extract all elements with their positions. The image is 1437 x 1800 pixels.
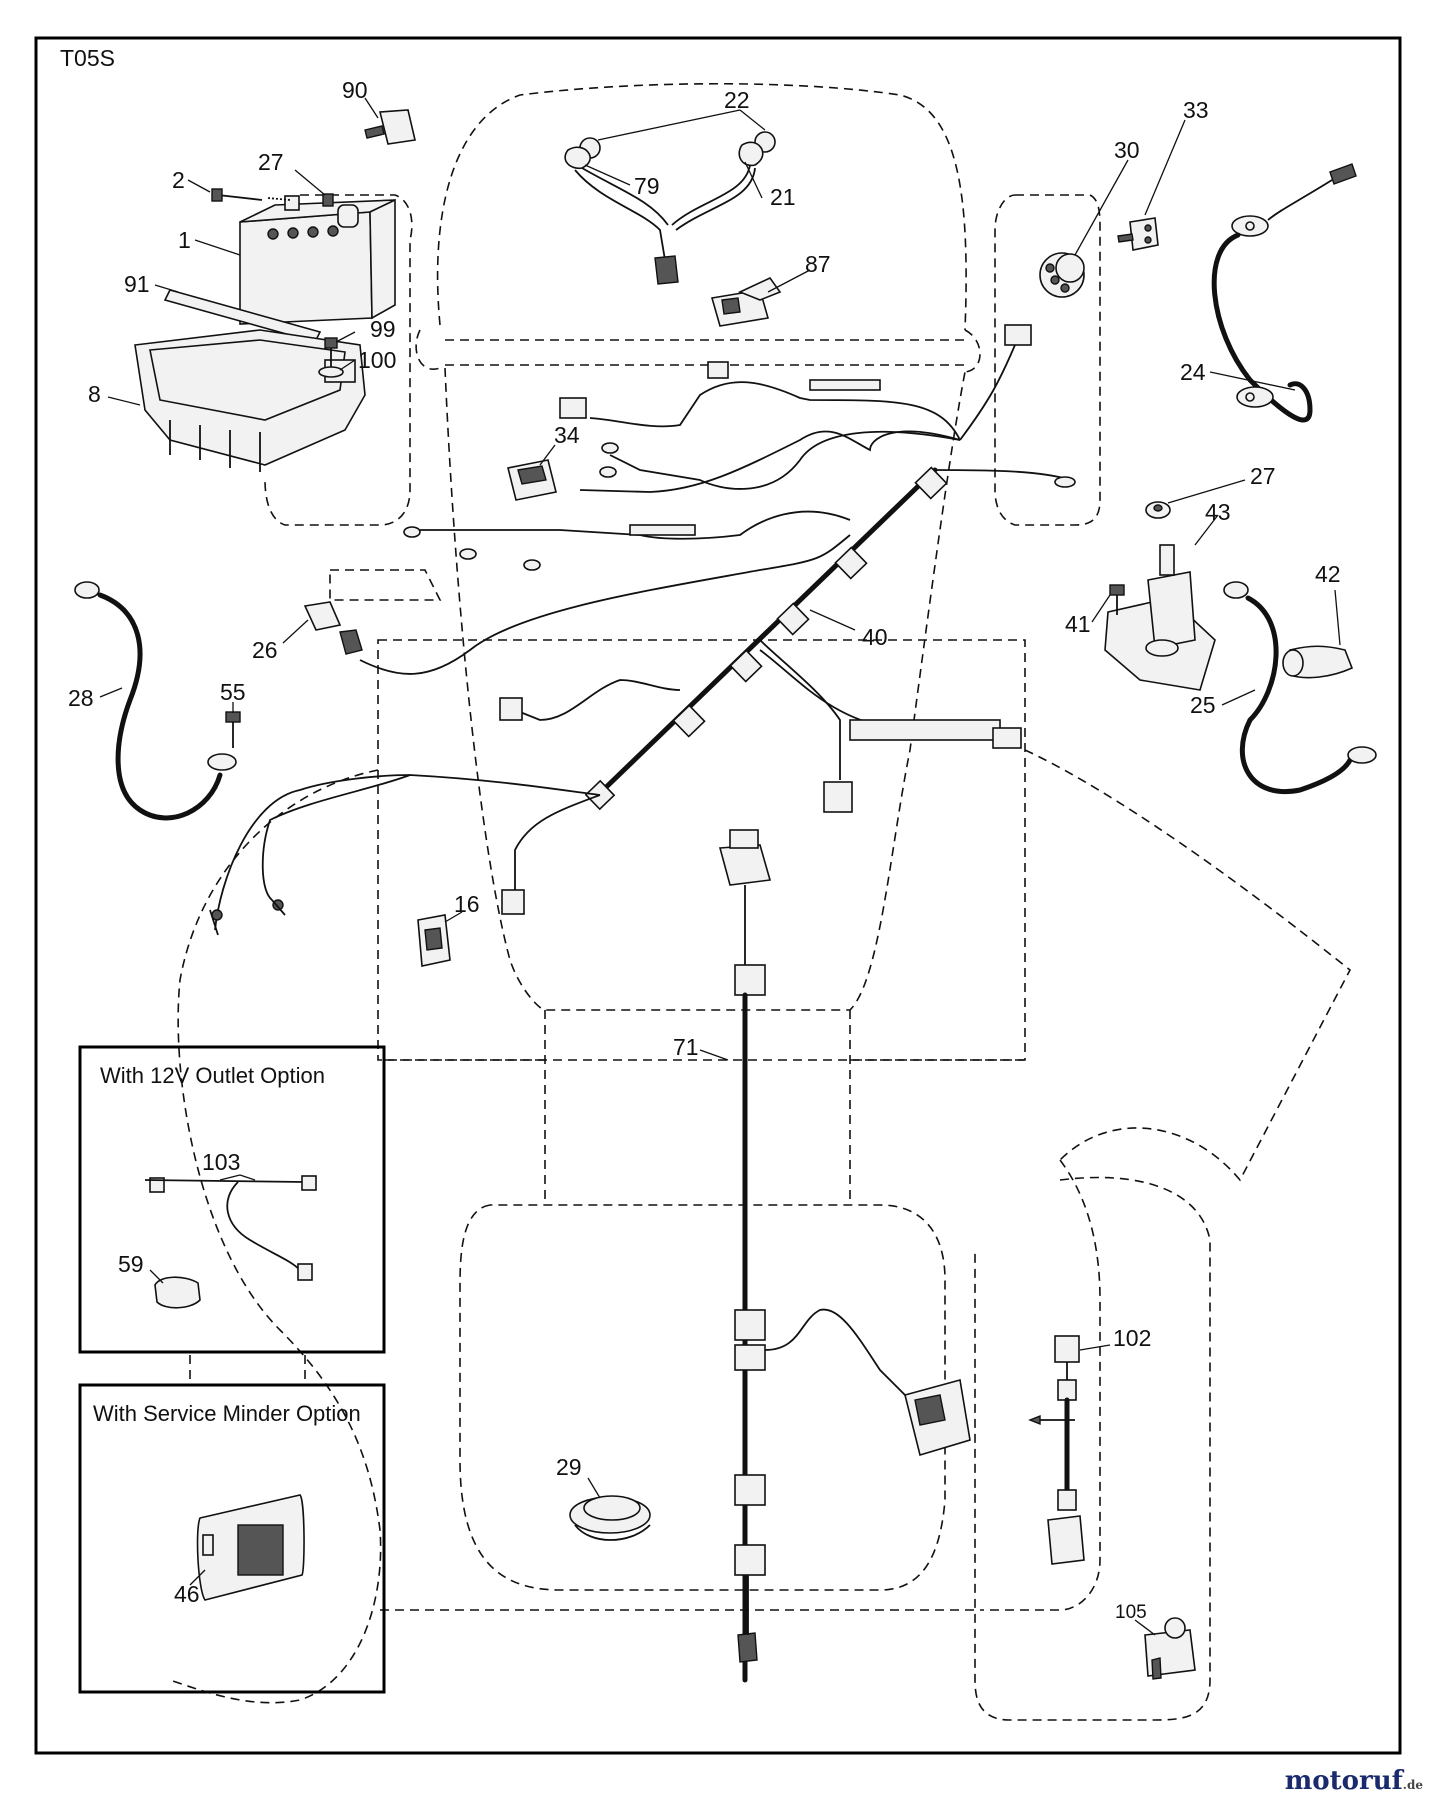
switch-34-icon <box>507 459 557 501</box>
watermark-logo: motoruf.de <box>1284 1766 1423 1796</box>
battery-bolt-icon <box>211 188 334 207</box>
part-label: 27 <box>1250 463 1276 489</box>
battery-tray-icon <box>134 329 366 472</box>
bolt-55-icon <box>225 711 241 748</box>
part-label: 24 <box>1180 359 1206 385</box>
battery-cable-25-icon <box>1223 581 1377 794</box>
part-label: 28 <box>68 685 94 711</box>
part-label: 22 <box>724 87 750 113</box>
part-label: 87 <box>805 251 831 277</box>
part-label: 16 <box>454 891 480 917</box>
part-label: 99 <box>370 316 396 342</box>
headlight-harness-icon <box>564 131 776 285</box>
part-label: 55 <box>220 679 246 705</box>
part-label: 102 <box>1113 1325 1151 1351</box>
main-harness-icon <box>209 324 1076 936</box>
part-label: 41 <box>1065 611 1091 637</box>
part-numbers: 90 22 33 2 27 30 79 21 1 87 91 99 100 8 … <box>68 77 1341 1623</box>
part-label: 79 <box>634 173 660 199</box>
battery-cable-24-icon <box>1211 163 1357 423</box>
part-label: 8 <box>88 381 101 407</box>
inset-service-minder-title: With Service Minder Option <box>93 1401 361 1426</box>
relay-87-icon <box>710 276 782 327</box>
part-label: 43 <box>1205 499 1231 525</box>
diagram-code: T05S <box>60 45 115 71</box>
inset-12v-outlet-title: With 12V Outlet Option <box>100 1063 325 1088</box>
switch-16-icon <box>417 914 451 967</box>
part-label: 21 <box>770 184 796 210</box>
inset-service-minder: With Service Minder Option <box>78 1383 386 1694</box>
part-label: 100 <box>358 347 396 373</box>
nut-27-icon <box>1145 501 1171 519</box>
part-label: 2 <box>172 167 185 193</box>
part-label: 42 <box>1315 561 1341 587</box>
part-label: 103 <box>202 1149 240 1175</box>
part-label: 30 <box>1114 137 1140 163</box>
diagram-frame <box>34 36 1402 1755</box>
ground-cable-28-icon <box>74 581 237 821</box>
inset-12v-outlet: With 12V Outlet Option <box>78 1045 386 1354</box>
part-label: 27 <box>258 149 284 175</box>
connector-105-icon <box>1144 1617 1196 1680</box>
part-label: 105 <box>1115 1602 1147 1623</box>
grommet-29-icon <box>569 1495 651 1541</box>
part-label: 29 <box>556 1454 582 1480</box>
fuse-26-icon <box>303 601 363 655</box>
part-label: 26 <box>252 637 278 663</box>
harness-102-icon <box>1028 1335 1085 1565</box>
bolt-99-icon <box>318 337 344 378</box>
part-label: 34 <box>554 422 580 448</box>
leader-lines <box>99 97 1341 1636</box>
part-label: 90 <box>342 77 368 103</box>
part-label: 59 <box>118 1251 144 1277</box>
bolt-41-icon <box>1109 584 1125 615</box>
connector-90-icon <box>364 109 416 145</box>
part-label: 25 <box>1190 692 1216 718</box>
terminal-boot-42-icon <box>1282 645 1354 679</box>
ignition-key-icon <box>1117 217 1159 251</box>
ignition-switch-icon <box>1039 252 1085 298</box>
part-label: 1 <box>178 227 191 253</box>
chassis-outline <box>169 82 1352 1721</box>
part-label: 40 <box>862 624 888 650</box>
part-label: 33 <box>1183 97 1209 123</box>
part-label: 71 <box>673 1034 699 1060</box>
part-label: 91 <box>124 271 150 297</box>
solenoid-43-icon <box>1104 544 1216 691</box>
battery-icon <box>239 195 396 325</box>
part-label: 46 <box>174 1581 200 1607</box>
harness-71-icon <box>718 829 971 1683</box>
